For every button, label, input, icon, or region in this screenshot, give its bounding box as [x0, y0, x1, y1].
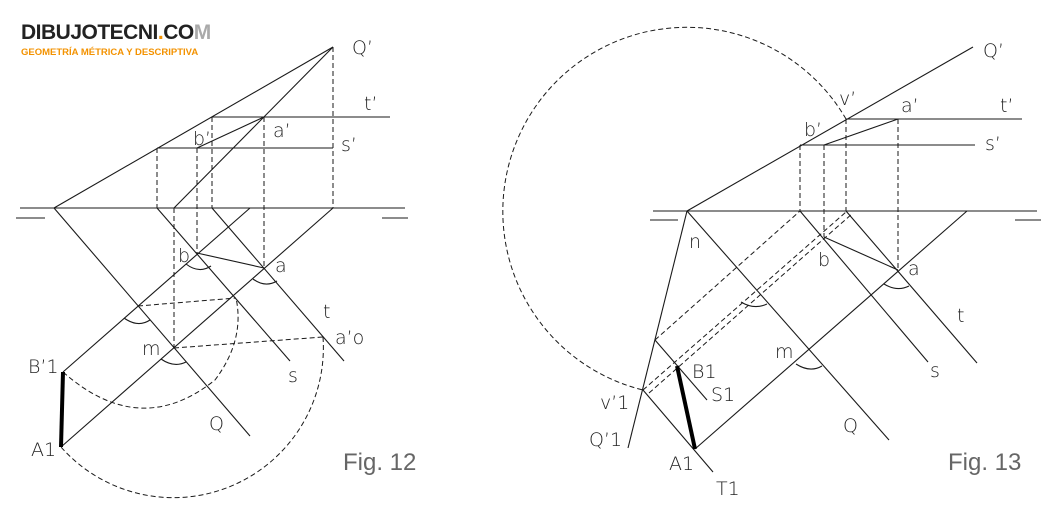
- perpendicular-a: [60, 207, 334, 448]
- figure-12: Q’ t’ b’ a’ s’ b a t a’o m s B’1 Q A1 Fi…: [16, 37, 416, 499]
- label-a-prime: a’: [273, 120, 291, 142]
- dashed-connector: [137, 297, 237, 307]
- line-t: [211, 207, 345, 362]
- label-t: t: [323, 301, 330, 323]
- perpendicular-a: [694, 210, 968, 450]
- rotation-arc: [502, 26, 847, 391]
- label-q-prime: Q’: [983, 40, 1004, 62]
- label-t: t: [957, 305, 964, 327]
- line-s: [156, 207, 291, 362]
- label-t1: T1: [716, 478, 740, 500]
- label-m: m: [775, 341, 794, 363]
- label-t-prime: t’: [364, 93, 378, 115]
- segment-b-a-prime: [196, 116, 265, 149]
- plane-trace-q: [686, 210, 890, 441]
- rotation-arc-small: [62, 297, 239, 409]
- plane-trace-q: [53, 207, 251, 437]
- logo-m: M: [193, 21, 212, 44]
- label-t-prime: t’: [1000, 95, 1014, 117]
- angle-mark: [795, 363, 823, 370]
- label-b: b: [178, 245, 190, 267]
- angle-mark: [123, 317, 151, 325]
- angle-mark: [160, 358, 187, 365]
- logo: DIBUJOTECNI.COM GEOMETRÍA MÉTRICA Y DESC…: [21, 22, 211, 59]
- label-a1: A1: [31, 439, 56, 461]
- label-v1: v’1: [600, 392, 629, 414]
- label-b1: B’1: [28, 356, 59, 378]
- true-length-segment: [675, 365, 697, 450]
- logo-main: DIBUJOTECNI: [21, 21, 158, 44]
- label-b1: B1: [692, 361, 717, 383]
- label-s-prime: s’: [341, 134, 357, 156]
- label-a: a: [275, 255, 287, 277]
- line-t1: [642, 389, 714, 473]
- angle-mark: [185, 263, 212, 271]
- segment-b-a: [823, 236, 899, 271]
- label-a-o: a’o: [335, 327, 364, 349]
- label-q1: Q’1: [589, 429, 622, 451]
- logo-co: CO: [163, 21, 194, 44]
- segment-b-a: [196, 252, 265, 269]
- label-b: b: [818, 249, 830, 271]
- dashed-connector: [654, 210, 801, 341]
- label-v-prime: v’: [839, 88, 856, 110]
- perpendicular-b: [62, 207, 251, 373]
- logo-dot: .: [157, 21, 164, 44]
- dashed-connector: [173, 336, 324, 349]
- label-q-prime: Q’: [352, 37, 373, 59]
- figure-13: Q’ v’ a’ t’ b’ s’ n b a t m s B1 S1 v’1 …: [502, 26, 1041, 500]
- label-m: m: [142, 338, 161, 360]
- label-s-prime: s’: [985, 133, 1001, 155]
- true-length-segment: [59, 371, 65, 448]
- label-b-prime: b’: [804, 119, 822, 141]
- angle-mark: [740, 301, 768, 308]
- angle-mark: [252, 278, 278, 285]
- logo-title: DIBUJOTECNI.COM: [21, 22, 211, 44]
- plane-trace-q1: [627, 210, 688, 449]
- dashed-connector: [648, 212, 854, 394]
- label-s: s: [930, 360, 940, 382]
- label-b-prime: b’: [193, 128, 211, 150]
- plane-trace-vertical: [686, 46, 974, 212]
- line-s1: [654, 339, 708, 401]
- label-a: a: [908, 258, 920, 280]
- figure-caption: Fig. 13: [948, 449, 1021, 476]
- label-q: Q: [209, 413, 224, 435]
- figure-caption: Fig. 12: [343, 449, 416, 476]
- label-a1: A1: [669, 453, 694, 475]
- logo-subtitle: GEOMETRÍA MÉTRICA Y DESCRIPTIVA: [21, 47, 199, 58]
- line-t: [845, 210, 978, 364]
- label-s1: S1: [711, 384, 735, 406]
- label-n: n: [689, 231, 701, 253]
- rotation-arc-large: [60, 336, 324, 499]
- dashed-connector: [642, 211, 847, 391]
- label-a-prime: a’: [901, 95, 919, 117]
- label-q: Q: [843, 415, 858, 437]
- label-s: s: [288, 365, 298, 387]
- line-to-q: [173, 46, 334, 209]
- angle-mark: [883, 283, 910, 290]
- segment-b-a-prime: [823, 118, 899, 146]
- line-s: [799, 210, 929, 363]
- plane-trace-vertical: [53, 46, 334, 209]
